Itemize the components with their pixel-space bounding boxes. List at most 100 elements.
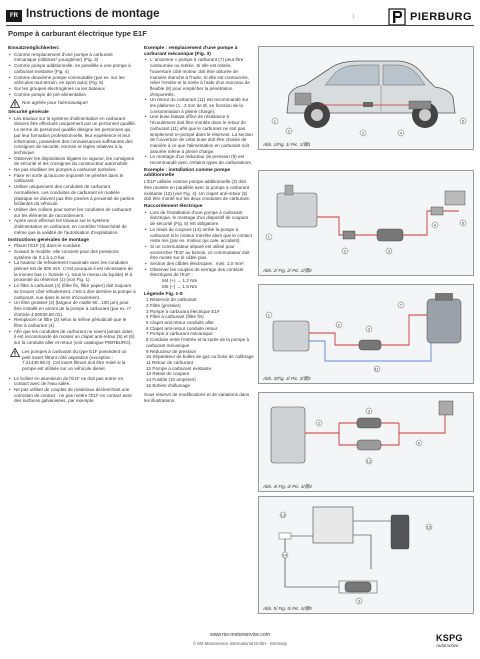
bullet-item: Les travaux sur le système d'alimentatio… [8, 116, 136, 156]
legend-item: 8 Conduite entre l'entrée et la sortie d… [146, 337, 250, 348]
bullet-item: Lors de l'installation d'une pompe à car… [144, 210, 254, 227]
title-divider [6, 25, 474, 26]
bullet-item: Observer les couples de serrage des cont… [144, 267, 254, 278]
legend-item: 2 Filtre (grossier) [146, 302, 181, 308]
svg-text:2: 2 [338, 322, 341, 327]
section-heading: Exemple : installation comme pompe addit… [144, 167, 231, 179]
figure-2: 1 2 3 4 5 Abb. 2/ Fig. 2/ Pic. 2/图2 [258, 170, 474, 276]
svg-text:2: 2 [344, 248, 347, 253]
svg-text:14: 14 [283, 552, 288, 557]
bullet-item: Faire en sorte qu'aucune impureté ne pén… [8, 173, 136, 184]
bullet-item: La hauteur de refoulement maximale avec … [8, 260, 136, 283]
svg-text:15: 15 [427, 524, 432, 529]
warning-note: Non agréée pour l'aéronautique! [8, 99, 136, 109]
bullet-item: Suivant le modèle, elle convient pour de… [8, 249, 136, 260]
svg-text:3: 3 [368, 326, 371, 331]
bullet-item: Comme deuxième pompe commutable (par ex.… [8, 75, 136, 86]
pump-installation-diagram-icon: 1 2 3 4 5 [265, 184, 467, 255]
bullet-item: Observer les dispositions légales en vig… [8, 156, 136, 167]
paragraph: L'E1F utilisée comme pompe additionnelle… [144, 179, 250, 202]
bullet-item: Le filtre à carburant (4) (filtre fin, f… [8, 283, 136, 300]
torque-value: M5 (–) → 1,6 Nm [162, 283, 198, 289]
bullet-item: Un retour du carburant (11) est recomman… [144, 97, 254, 114]
bullet-item: Le relais de coupure (13) arrête la pomp… [144, 227, 254, 244]
paragraph: Sous réserve de modifications et de vari… [144, 392, 250, 404]
legend-item: 15 Bobine d'allumage [146, 382, 191, 388]
footer-copyright: © MS Motorservice International GmbH · G… [192, 641, 288, 646]
svg-text:2: 2 [288, 128, 291, 133]
text-column-left: Einsatzmöglichkeiten:Comme remplacement … [8, 44, 136, 404]
legend-item: 1 Réservoir de carburant [146, 297, 197, 303]
bullet-item: Ne pas utiliser de couples de matériaux … [8, 387, 136, 404]
bullet-item: Remplacer ce filtre (2) selon la même pé… [8, 317, 136, 328]
warning-note: Les pompes à carburant du type E1F possè… [8, 347, 136, 372]
legend-item: 9 Réducteur de pression [146, 348, 197, 354]
svg-text:3: 3 [358, 598, 361, 603]
legend-item: 10 Séparateur de bulles de gaz ou buse d… [146, 354, 254, 360]
svg-text:4: 4 [434, 222, 437, 227]
figure-2-caption: Abb. 2/ Fig. 2/ Pic. 2/图2 [263, 268, 312, 273]
svg-text:7: 7 [400, 302, 403, 307]
legend-item: 3 Pompe à carburant électrique E1F [146, 308, 220, 314]
figure-4: 2 3 12 5 Abb. 4/ Fig. 4/ Pic. 4/图4 [258, 392, 474, 492]
svg-text:12: 12 [367, 458, 372, 463]
svg-text:2: 2 [318, 420, 321, 425]
svg-text:4: 4 [400, 130, 403, 135]
bullet-item: Comme pompe additionnelle, en parallèle … [8, 63, 136, 74]
bullet-item: Après avoir effectué les travaux sur le … [8, 218, 136, 235]
bullet-item: Afin que les conduites de carburant ne s… [8, 329, 136, 346]
svg-text:13: 13 [281, 512, 286, 517]
legend-item: 11 Retour de carburant [146, 359, 193, 365]
pierburg-logo-text: PIERBURG [410, 11, 473, 23]
figure-4-caption: Abb. 4/ Fig. 4/ Pic. 4/图4 [263, 484, 312, 489]
electrical-wiring-diagram-icon: 13 14 15 3 [278, 506, 433, 605]
car-fuel-system-illustration-icon: 1 2 3 4 5 [271, 60, 467, 137]
bullet-item: Le montage d'un réducteur de pression (9… [144, 154, 254, 165]
svg-text:5: 5 [462, 118, 465, 123]
pierburg-logo-mark-icon [388, 8, 406, 26]
kspg-logo: KSPG [436, 633, 463, 643]
bullet-item: Utiliser uniquement des conduites de car… [8, 184, 136, 207]
legend-item: 6 Clapet anti-retour conduite retour [146, 325, 218, 331]
legend-item: 7 Pompe à carburant mécanique [146, 331, 213, 337]
page-footer: www.ms-motorservice.com © MS Motorservic… [0, 622, 480, 659]
legend-item: 14 Fusible (10 ampères) [146, 377, 196, 383]
section-heading: Exemple : remplacement d'une pompe à car… [144, 46, 238, 57]
text-column-middle: Exemple : remplacement d'une pompe à car… [144, 44, 254, 404]
legend-item: 5 Clapet anti-retour conduite aller [146, 320, 214, 326]
svg-text:11: 11 [375, 366, 380, 371]
svg-text:5: 5 [462, 220, 465, 225]
bullet-item: Ne pas réutiliser les pompes à carburant… [8, 167, 136, 173]
torque-value: M4 (+) → 1,2 Nm [162, 278, 198, 284]
svg-text:1: 1 [274, 118, 277, 123]
section-heading: Raccordement électrique [144, 203, 203, 209]
figure-1: 1 2 3 4 5 Abb. 1/Fig. 1/ Pic. 1/图1 [258, 46, 474, 150]
page-title: Instructions de montage [26, 8, 160, 20]
bullet-item: Le boîtier en aluminium de l'E1F ne doit… [8, 376, 136, 387]
footer-url: www.ms-motorservice.com [210, 632, 270, 638]
page-header: FR Instructions de montage 1 PIERBURG Po… [0, 0, 480, 44]
bullet-item: Un filtre grossier (2) (largeur de maill… [8, 300, 136, 317]
figure-3: 1 2 3 7 11 Abb. 3/Fig. 3/ Pic. 3/图3 [258, 284, 474, 384]
language-badge: FR [6, 10, 22, 22]
svg-text:5: 5 [418, 440, 421, 445]
svg-text:3: 3 [368, 408, 371, 413]
page-subtitle: Pompe à carburant électrique type E1F [8, 29, 147, 38]
svg-text:3: 3 [362, 130, 365, 135]
bullet-item: Une buse faisant office de résistance à … [144, 114, 254, 154]
legend-item: 12 Pompe à carburant existante [146, 365, 212, 371]
section-heading: Einsatzmöglichkeiten: [8, 46, 60, 51]
section-heading: Instructions générales de montage [8, 237, 89, 243]
figure-5-caption: Abb. 5/ Fig. 5/ Pic. 5/图5 [263, 606, 312, 611]
section-heading: Sécurité générale [8, 110, 49, 116]
figure-5: 13 14 15 3 Abb. 5/ Fig. 5/ Pic. 5/图5 [258, 496, 474, 614]
warning-icon [10, 347, 20, 357]
bullet-item: Comme remplacement d'une pompe à carbura… [8, 52, 136, 63]
page-number: 1 [352, 14, 355, 20]
warning-text: Non agréée pour l'aéronautique! [22, 100, 88, 106]
figure-1-caption: Abb. 1/Fig. 1/ Pic. 1/图1 [263, 142, 311, 147]
bullet-item: L' ancienne » pompe à carburant (7) peut… [144, 57, 254, 97]
bullet-item: Sur les groupes électrogènes ou les bate… [8, 86, 136, 92]
mechanical-pump-replacement-diagram-icon: 1 2 3 7 11 [265, 293, 462, 373]
warning-icon [10, 99, 20, 109]
